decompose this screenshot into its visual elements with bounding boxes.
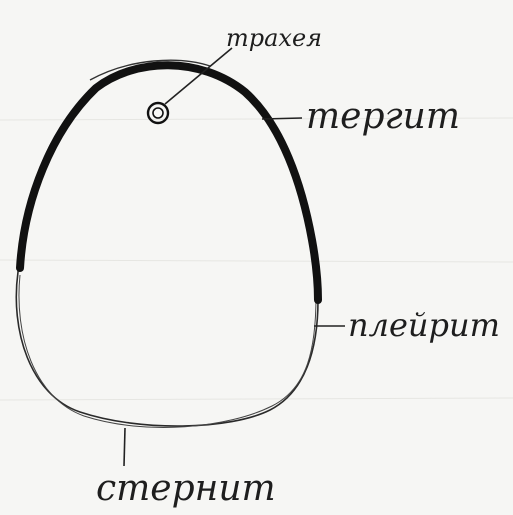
sternite-leader-line <box>124 428 125 466</box>
label-tergite: тергит <box>306 96 460 137</box>
label-sternite: стернит <box>96 468 276 509</box>
trachea-opening-inner <box>153 108 163 118</box>
label-trachea: трахея <box>226 24 322 52</box>
paper-texture <box>0 118 513 400</box>
tergite-leader-line <box>262 118 302 119</box>
label-pleurite: плейрит <box>348 306 500 344</box>
trachea-opening-outer <box>148 103 168 123</box>
